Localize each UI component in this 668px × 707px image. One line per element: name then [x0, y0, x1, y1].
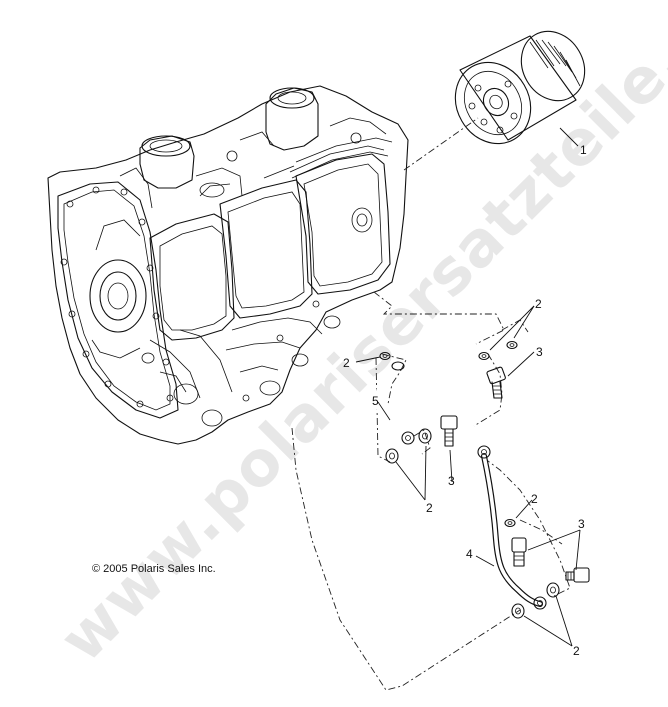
callout-numbers: 1 2 2 3 5 2 3 2 3 4 2	[343, 143, 587, 658]
copyright-text: © 2005 Polaris Sales Inc.	[92, 563, 216, 575]
flange-bolt-holes	[60, 186, 174, 408]
sealing-washers	[379, 340, 560, 619]
engine-crankcase	[47, 85, 409, 445]
callout-5: 5	[372, 394, 379, 408]
callout-leaders	[355, 127, 581, 647]
filter-centerline	[403, 117, 479, 171]
callout-2-lower-washer: 2	[531, 492, 538, 506]
callout-3-lower: 3	[578, 517, 585, 531]
assembly-centerlines	[291, 291, 571, 691]
callout-3-upper: 3	[536, 345, 543, 359]
callout-2-bottom: 2	[573, 644, 580, 658]
callout-3-middle: 3	[448, 474, 455, 488]
callout-2-middle: 2	[426, 501, 433, 515]
oil-line-upper	[375, 361, 415, 445]
banjo-bolts	[440, 366, 590, 583]
callout-2-upper-right: 2	[535, 297, 542, 311]
callout-4: 4	[466, 547, 473, 561]
oil-filter	[454, 30, 586, 145]
oil-line-lower	[477, 445, 547, 610]
callout-1: 1	[580, 143, 587, 157]
callout-2-upper-left: 2	[343, 356, 350, 370]
